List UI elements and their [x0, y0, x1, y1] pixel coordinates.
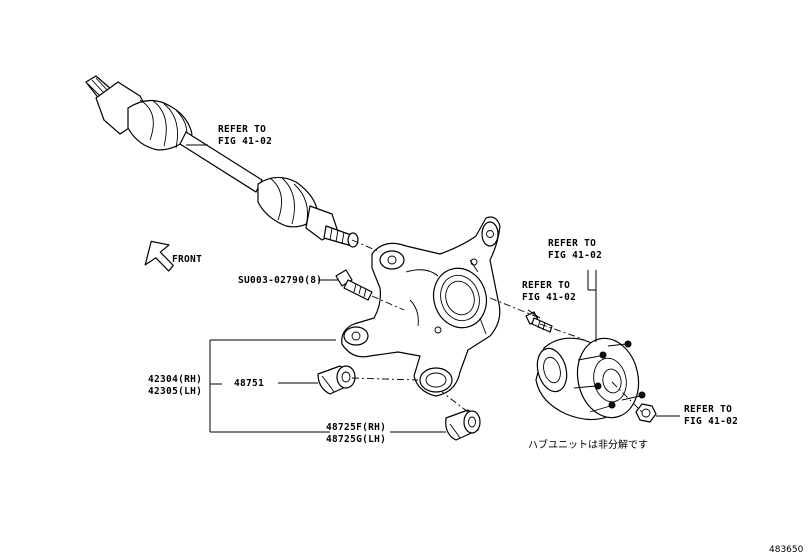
- hub-bolt[interactable]: [525, 311, 553, 333]
- refer-label-bolt-2[interactable]: FIG 41-02: [522, 292, 576, 303]
- knuckle-lh-label[interactable]: 42305(LH): [148, 386, 202, 397]
- refer-label-axle-1[interactable]: REFER TO: [218, 124, 266, 135]
- drive-shaft[interactable]: [85, 75, 359, 248]
- bolt-part-label[interactable]: SU003-02790(8): [238, 275, 322, 286]
- refer-label-nut-1[interactable]: REFER TO: [684, 404, 732, 415]
- front-label: FRONT: [172, 254, 202, 265]
- bushing-upper[interactable]: [317, 365, 356, 395]
- knuckle-rh-label[interactable]: 42304(RH): [148, 374, 202, 385]
- front-arrow-icon: [144, 240, 174, 272]
- refer-label-hub-1[interactable]: REFER TO: [548, 238, 596, 249]
- bushing-lower[interactable]: [445, 409, 481, 441]
- refer-label-nut-2[interactable]: FIG 41-02: [684, 416, 738, 427]
- refer-label-axle-2[interactable]: FIG 41-02: [218, 136, 272, 147]
- bushing-rh-label[interactable]: 48725F(RH): [326, 422, 386, 433]
- refer-label-bolt-1[interactable]: REFER TO: [522, 280, 570, 291]
- diagram-id: 483650: [769, 545, 804, 555]
- bushing-lh-label[interactable]: 48725G(LH): [326, 434, 386, 445]
- hub-nut[interactable]: [635, 403, 657, 423]
- refer-label-hub-2[interactable]: FIG 41-02: [548, 250, 602, 261]
- hub-note: ハブユニットは非分解です: [528, 438, 648, 451]
- steering-knuckle[interactable]: [341, 216, 501, 397]
- bushing-part-label[interactable]: 48751: [234, 378, 264, 389]
- bolt[interactable]: [335, 269, 373, 301]
- hub-unit[interactable]: [533, 333, 646, 424]
